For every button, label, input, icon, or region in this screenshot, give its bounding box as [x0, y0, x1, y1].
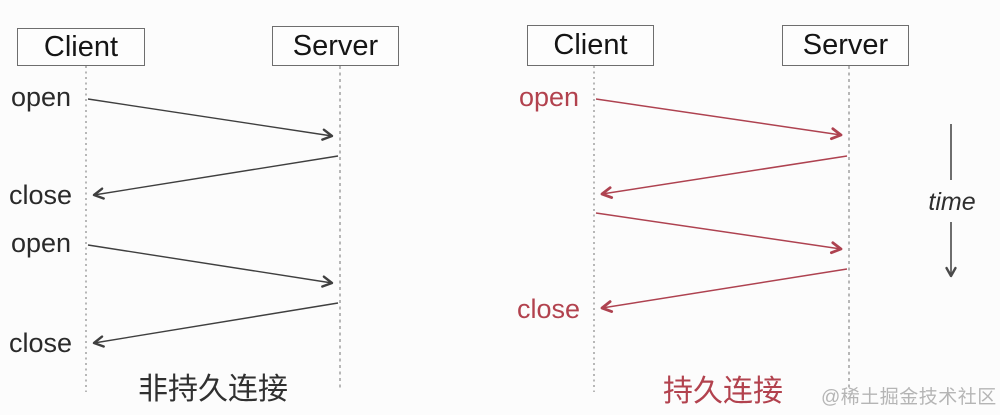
request-arrow-2-right [595, 212, 843, 255]
persistent-connection-title: 持久连接 [663, 375, 783, 408]
server-box-right: Server [782, 25, 909, 66]
client-label-left: Client [43, 30, 119, 63]
close-label-1-left: close [9, 180, 73, 210]
request-arrow-1-right [595, 98, 843, 141]
open-label-2-left: open [11, 228, 72, 258]
response-arrow-1-left [92, 155, 339, 200]
response-arrow-1-right [600, 155, 848, 199]
server-label-left: Server [292, 29, 379, 62]
client-box-right: Client [527, 25, 654, 66]
server-label-right: Server [802, 29, 889, 61]
response-arrow-2-left [92, 302, 339, 348]
non-persistent-connection-title: 非持久连接 [138, 373, 288, 406]
close-label-right: close [517, 294, 581, 324]
request-arrow-2-left [87, 244, 334, 288]
response-arrow-2-right [600, 268, 848, 313]
open-label-right: open [519, 82, 580, 112]
client-box-left: Client [17, 28, 145, 66]
time-axis-label: time [928, 188, 976, 216]
client-label-right: Client [553, 29, 628, 61]
close-label-2-left: close [9, 328, 73, 358]
open-label-1-left: open [11, 82, 72, 112]
server-box-left: Server [272, 26, 399, 66]
watermark-text: @稀土掘金技术社区 [821, 387, 997, 408]
request-arrow-1-left [87, 98, 334, 141]
